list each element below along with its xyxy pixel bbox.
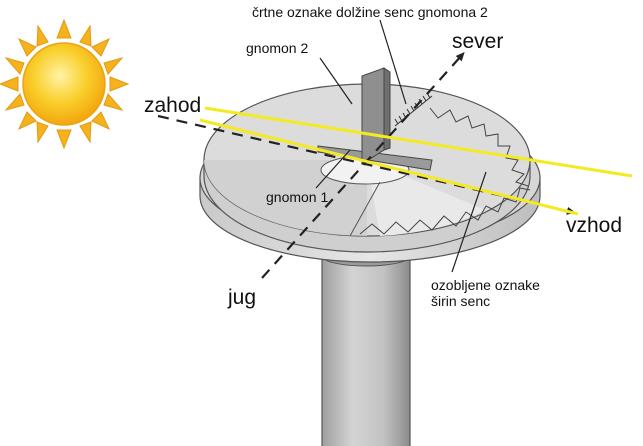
direction-axes: [157, 52, 576, 279]
sun-icon: [0, 18, 130, 150]
leader-gnomon1: [315, 149, 351, 189]
label-south: jug: [227, 286, 256, 309]
sun-rays: [0, 18, 130, 150]
south-north-axis: [261, 52, 465, 279]
label-east: vzhod: [566, 214, 622, 237]
leader-gnomon2-marks: [379, 19, 407, 105]
label-west: zahod: [144, 94, 201, 117]
gnomon-2: [361, 67, 391, 165]
serrated-width-marks: [359, 107, 531, 235]
leader-serrated: [451, 171, 487, 273]
sun-path-lines: [199, 106, 633, 216]
label-serrated-line1: ozobljene oznake: [431, 277, 540, 293]
label-north: sever: [452, 30, 503, 53]
label-serrated-line2: širin senc: [431, 293, 490, 309]
leader-lines: [315, 19, 487, 273]
leader-gnomon2: [319, 57, 353, 105]
sun-disc: [22, 42, 106, 126]
label-gnomon2-marks: črtne oznake dolžine senc gnomona 2: [252, 4, 488, 20]
label-gnomon1: gnomon 1: [266, 189, 328, 205]
sundial-pillar: [321, 245, 411, 446]
label-gnomon2: gnomon 2: [246, 40, 308, 56]
